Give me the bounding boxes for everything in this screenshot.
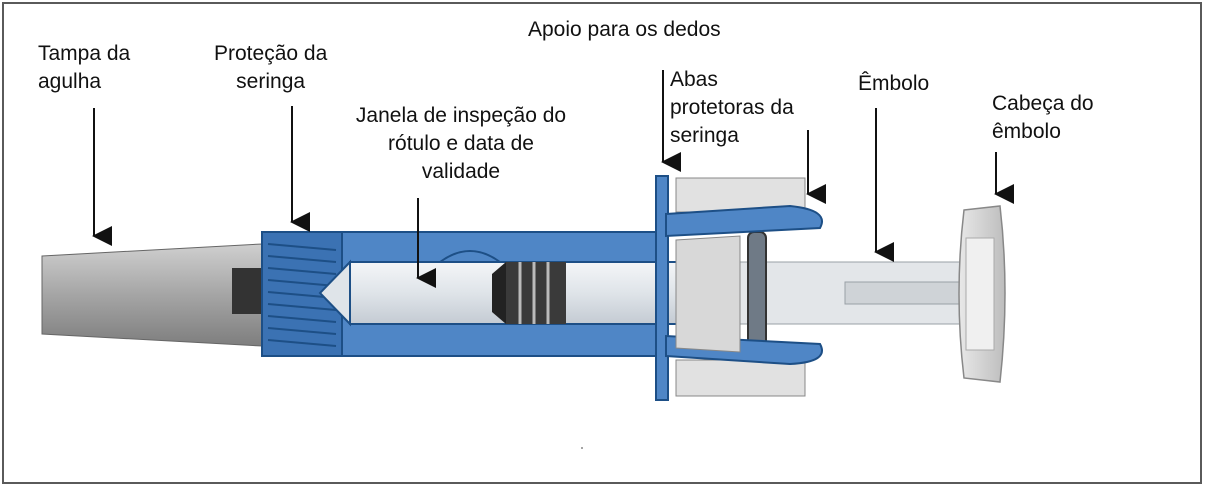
label-syringe-guard: Proteção da seringa — [214, 42, 328, 93]
plunger-stopper — [492, 262, 566, 324]
plunger-head — [958, 205, 1006, 383]
plunger-rod — [719, 231, 969, 357]
finger-grip — [655, 175, 669, 401]
label-plunger-head: Cabeça do êmbolo — [992, 92, 1094, 143]
label-plunger: Êmbolo — [858, 72, 930, 95]
label-guard-wings: Abas protetoras da seringa — [670, 68, 794, 147]
label-inspection-window: Janela de inspeção do rótulo e data de v… — [355, 104, 567, 183]
needle-cap — [41, 243, 264, 347]
label-finger-grip: Apoio para os dedos — [528, 18, 721, 41]
label-needle-cap: Tampa da agulha — [38, 42, 131, 93]
speck — [581, 447, 583, 449]
callout-arrows — [92, 70, 1014, 288]
guard-wings — [665, 177, 823, 397]
